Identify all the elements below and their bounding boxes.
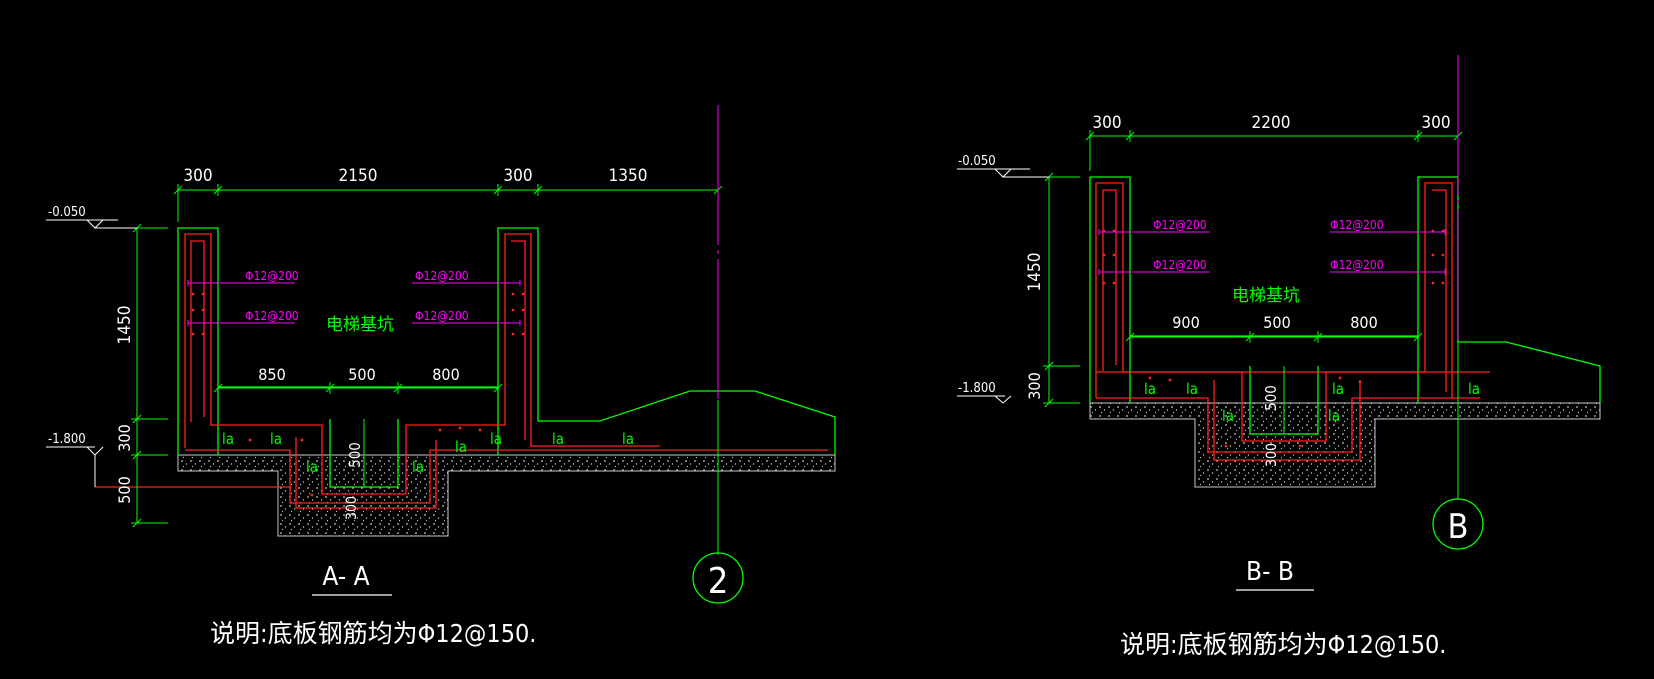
- section-a-la-7: la: [552, 430, 564, 448]
- section-b-outline: [1089, 176, 1601, 435]
- section-b-dim-1450: 1450: [1025, 253, 1045, 292]
- section-b-elevation-markers: [957, 168, 1049, 404]
- section-b-title: B- B: [1246, 557, 1294, 587]
- section-a-rebar-label-2: Φ12@200: [245, 309, 299, 323]
- section-b-rebar-label-4: Φ12@200: [1330, 258, 1384, 272]
- section-a-rebar-label-3: Φ12@200: [415, 269, 469, 283]
- section-b-rebar-label-3: Φ12@200: [1330, 218, 1384, 232]
- section-a-drawing: 2 300 2150 300 1350 1450 300 500 -0.050 …: [46, 105, 836, 648]
- section-b-la-5: la: [1332, 380, 1344, 398]
- section-a-inner-dim-850: 850: [258, 365, 285, 384]
- section-a-pit-label: 电梯基坑: [326, 315, 394, 335]
- section-a-dim-500-vert: 500: [115, 476, 134, 503]
- section-b-rebar-label-1: Φ12@200: [1153, 218, 1207, 232]
- section-a-outline: [177, 227, 836, 488]
- section-a-inner-dim-500: 500: [348, 365, 375, 384]
- section-a-la-1: la: [222, 430, 234, 448]
- section-a-pit-dim-500: 500: [346, 442, 364, 468]
- section-b-la-6: la: [1468, 380, 1480, 398]
- section-a-la-2: la: [270, 430, 282, 448]
- section-b-rebar-label-2: Φ12@200: [1153, 258, 1207, 272]
- section-a-grid-bubble: [692, 552, 744, 604]
- section-a-elev-bottom: -1.800: [48, 432, 86, 447]
- section-a-dim-300-right: 300: [503, 166, 532, 186]
- section-b-drawing: B 300 2200 300 1450 300 -0.050 -1.800 电梯…: [957, 55, 1601, 659]
- section-a-la-8: la: [622, 430, 634, 448]
- section-b-note: 说明:底板钢筋均为Φ12@150.: [1120, 630, 1446, 659]
- section-a-elevation-markers: [46, 219, 137, 487]
- section-a-rebar-label-1: Φ12@200: [245, 269, 299, 283]
- section-b-elev-top: -0.050: [958, 154, 996, 169]
- section-a-dim-300-vert: 300: [115, 424, 134, 451]
- section-a-la-3: la: [306, 458, 318, 476]
- section-a-dim-300-left: 300: [183, 166, 212, 186]
- section-b-inner-dim-500: 500: [1263, 313, 1290, 332]
- section-b-dim-2200: 2200: [1252, 113, 1291, 133]
- section-b-la-1: la: [1144, 380, 1156, 398]
- section-a-rebar-dots: [191, 292, 525, 497]
- section-a-dim-1450: 1450: [115, 306, 135, 345]
- section-b-rebar-dots: [1102, 229, 1445, 448]
- section-b-grid-bubble: [1432, 498, 1484, 550]
- section-b-la-4: la: [1328, 407, 1340, 425]
- section-a-la-5: la: [455, 438, 467, 456]
- section-a-dim-1350: 1350: [609, 166, 648, 186]
- section-a-rebar-label-4: Φ12@200: [415, 309, 469, 323]
- section-a-la-6: la: [490, 430, 502, 448]
- section-a-pit-dim-300: 300: [344, 496, 360, 520]
- section-b-grid-axis-label: B: [1448, 507, 1469, 547]
- section-b-rebar-leaders: [1098, 229, 1446, 275]
- section-b-rebar: [1095, 182, 1490, 461]
- section-b-pit-dim-300: 300: [1264, 443, 1280, 467]
- section-a-title: A- A: [322, 562, 369, 592]
- section-a-la-4: la: [412, 458, 424, 476]
- section-b-dim-300-right: 300: [1421, 113, 1450, 133]
- section-a-slab-hatch: [177, 454, 836, 537]
- section-a-elev-top: -0.050: [48, 205, 86, 220]
- section-b-la-2: la: [1186, 380, 1198, 398]
- section-b-elev-bottom: -1.800: [958, 381, 996, 396]
- section-b-la-3: la: [1222, 407, 1234, 425]
- section-b-pit-label: 电梯基坑: [1232, 286, 1300, 306]
- section-a-note: 说明:底板钢筋均为Φ12@150.: [210, 619, 536, 648]
- section-a-rebar: [95, 233, 828, 509]
- section-a-dimensions: [131, 184, 723, 528]
- section-a-grid-axis-label: 2: [708, 561, 729, 602]
- section-b-slab-hatch: [1089, 402, 1601, 488]
- section-b-dimensions: [1043, 130, 1463, 434]
- section-a-dim-2150: 2150: [339, 166, 378, 186]
- section-b-dim-300-vert: 300: [1025, 372, 1044, 399]
- section-a-inner-dim-800: 800: [432, 365, 459, 384]
- section-b-pit-dim-500: 500: [1262, 385, 1280, 411]
- section-b-dim-300-left: 300: [1092, 113, 1121, 133]
- section-a-rebar-leaders: [187, 280, 521, 326]
- section-b-inner-dim-900: 900: [1172, 313, 1199, 332]
- section-b-inner-dim-800: 800: [1350, 313, 1377, 332]
